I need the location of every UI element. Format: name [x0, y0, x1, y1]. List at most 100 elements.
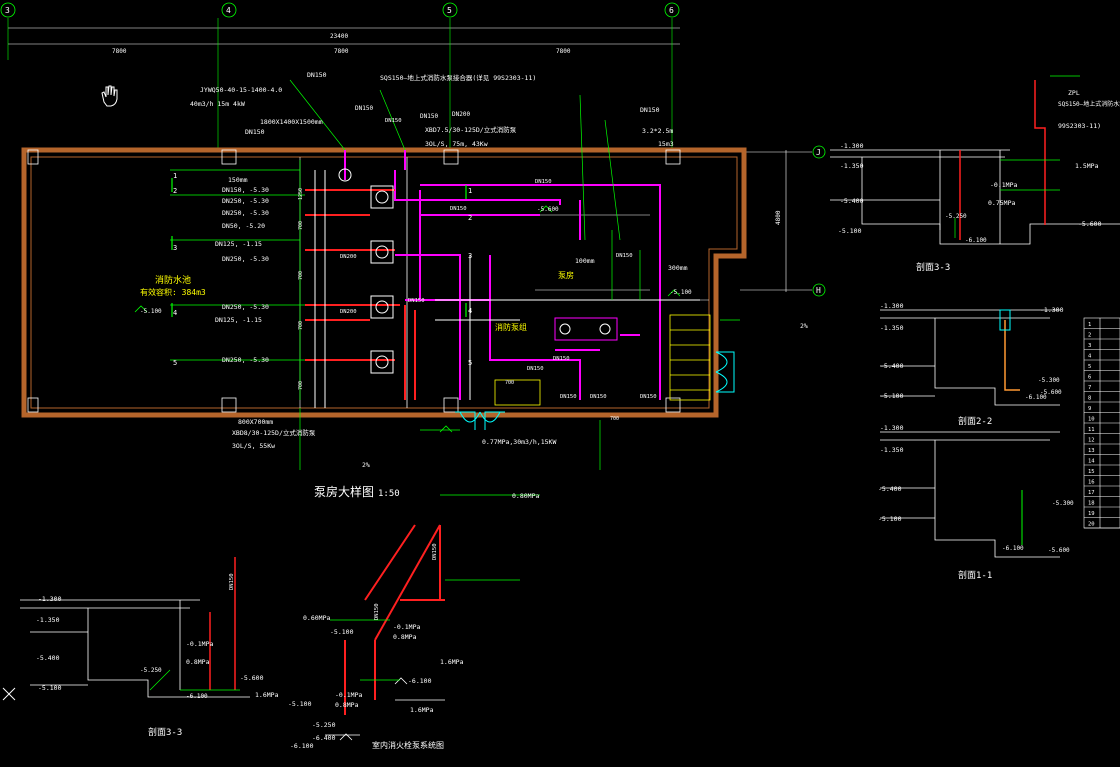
- level-mark: -5.600: [537, 206, 559, 213]
- fire-pump-units: [338, 168, 618, 374]
- doors: [455, 351, 735, 430]
- system-note: -6.100: [408, 677, 432, 685]
- left-pipe-note: DN250, -5.30: [222, 255, 269, 263]
- table-row-number: 1: [1088, 322, 1091, 328]
- side-note: 2%: [800, 322, 808, 330]
- floor-label: 消防泵组: [495, 322, 527, 332]
- system-note: -6.100: [290, 742, 314, 750]
- section-level: -5.250: [140, 667, 162, 674]
- system-note: DN150: [229, 573, 235, 590]
- table-row-number: 6: [1088, 375, 1091, 381]
- grid-label-4: 4: [226, 6, 231, 15]
- pipe-number: 1: [173, 172, 177, 180]
- bottom-right-note: 0.77MPa,30m3/h,15KW: [482, 438, 556, 446]
- section-note: 1.5MPa: [1075, 162, 1099, 170]
- section-3-3-top: [830, 75, 1120, 245]
- table-row-number: 13: [1088, 448, 1095, 454]
- left-pipe-note: DN125, -1.15: [215, 316, 262, 324]
- pipe-size-tag: DN150: [616, 253, 633, 259]
- cross-cursor-icon[interactable]: [2, 687, 16, 701]
- section-level: -5.100: [838, 227, 862, 235]
- system-note: 0.80MPa: [512, 492, 539, 500]
- section-note: 99S2303-11): [1058, 122, 1101, 130]
- fire-pump-system-diagram: [325, 494, 540, 741]
- grid-label-3: 3: [5, 6, 10, 15]
- system-note: DN150: [374, 603, 380, 620]
- section-level: -1.300: [880, 424, 904, 432]
- system-note: 1.6MPa: [440, 658, 464, 666]
- section-level: -6.100: [965, 237, 987, 244]
- system-title: 室内消火栓泵系统图: [372, 740, 444, 750]
- section-level: -5.400: [880, 362, 904, 370]
- segment-dim: 1250: [298, 188, 304, 200]
- section-level: -5.300: [1038, 377, 1060, 384]
- section-note: 1.6MPa: [255, 691, 279, 699]
- pipe-number: 2: [173, 187, 177, 195]
- fire-pipes-magenta: [344, 150, 661, 400]
- section-level: -5.400: [840, 197, 864, 205]
- pipe-number: 2: [468, 214, 472, 222]
- pump-note-2: 40m3/h 15m 4kW: [190, 100, 245, 108]
- table-row-number: 14: [1088, 459, 1095, 465]
- fire-pipes-red: [305, 189, 416, 400]
- plan-note: DN150: [355, 105, 373, 112]
- bottom-note: 800X700mm: [238, 418, 273, 426]
- left-pipe-note: 150mm: [228, 176, 248, 184]
- table-row-number: 9: [1088, 406, 1091, 412]
- left-pipe-note: DN125, -1.15: [215, 240, 262, 248]
- table-row-number: 15: [1088, 469, 1095, 475]
- section-note: 0.75MPa: [988, 199, 1015, 207]
- section-note: ZPL: [1068, 89, 1080, 97]
- table-row-number: 8: [1088, 396, 1091, 402]
- table-row-number: 16: [1088, 480, 1095, 486]
- section-level: -6.100: [1025, 394, 1047, 401]
- stairs: [494, 314, 711, 406]
- system-note: 1.6MPa: [410, 706, 434, 714]
- section-level: -6.100: [1002, 545, 1024, 552]
- table-row-number: 5: [1088, 364, 1091, 370]
- overall-dimension: 23400: [330, 33, 348, 40]
- level-markers: [134, 205, 681, 433]
- pipe-size-tag: DN150: [590, 394, 607, 400]
- grid-label-h: H: [816, 286, 821, 295]
- segment-dim: 700: [610, 416, 619, 422]
- hand-pan-icon[interactable]: [101, 85, 118, 107]
- section-level: -6.100: [186, 693, 208, 700]
- pool-label: 消防水池: [155, 274, 191, 286]
- pipe-size-tag: DN150: [527, 366, 544, 372]
- level-mark: -5.100: [670, 289, 692, 296]
- section-cut-symbols: [171, 178, 467, 317]
- pipe-size-tag: DN150: [450, 206, 467, 212]
- section-title: 剖面1-1: [958, 569, 992, 581]
- system-note: 0.8MPa: [335, 701, 359, 709]
- pipe-size-tag: DN150: [385, 118, 402, 124]
- section-level: -1.300: [1040, 306, 1064, 314]
- main-scale: 1:50: [378, 489, 400, 499]
- grid-axes: [0, 2, 826, 297]
- pit-note: 300mm: [668, 264, 688, 272]
- structural-columns: [27, 149, 681, 413]
- plan-note: DN200: [452, 111, 470, 118]
- table-row-number: 2: [1088, 333, 1091, 339]
- section-level: -5.300: [1052, 500, 1074, 507]
- section-note: SQS150—地上式消防水泵接合器: [1058, 100, 1120, 108]
- plan-note: DN150: [245, 128, 265, 136]
- plan-note: DN150: [420, 113, 438, 120]
- left-pipe-note: DN250, -5.30: [222, 209, 269, 217]
- segment-dim: 700: [298, 321, 304, 330]
- section-level: -5.600: [1078, 220, 1102, 228]
- system-note: DN150: [432, 543, 438, 560]
- pipe-number: 5: [173, 359, 177, 367]
- pipe-number: 4: [173, 309, 177, 317]
- pipe-size-tag: DN150: [535, 179, 552, 185]
- left-pipe-note: DN250, -5.30: [222, 197, 269, 205]
- section-level: -1.350: [840, 162, 864, 170]
- section-title: 剖面3-3: [916, 261, 950, 273]
- system-note: -0.1MPa: [393, 623, 420, 631]
- grid-label-6: 6: [669, 6, 674, 15]
- pipe-size-tag: DN150: [408, 298, 425, 304]
- system-note: 0.60MPa: [303, 614, 330, 622]
- side-dimension: 4800: [775, 210, 782, 225]
- table-row-number: 3: [1088, 343, 1091, 349]
